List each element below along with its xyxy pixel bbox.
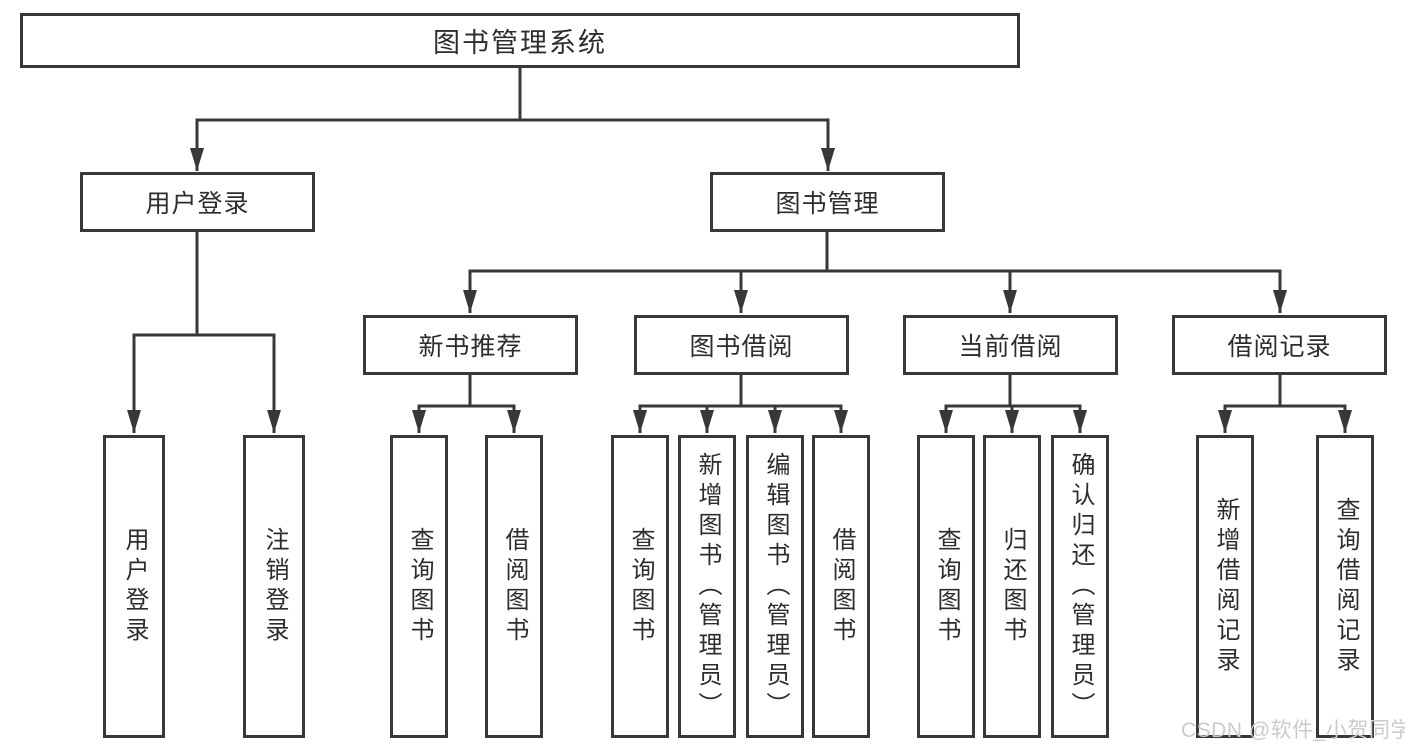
node-leaf-query-books-recommend: 查询图书 (390, 435, 448, 738)
node-current-borrowing: 当前借阅 (903, 315, 1118, 375)
node-leaf-edit-books-admin: 编辑图书（管理员） (746, 435, 804, 738)
node-leaf-user-login: 用户登录 (103, 435, 165, 738)
node-leaf-return-books: 归还图书 (983, 435, 1041, 738)
node-leaf-borrow-books: 借阅图书 (812, 435, 870, 738)
node-leaf-query-books-current: 查询图书 (917, 435, 975, 738)
node-leaf-query-borrow-record: 查询借阅记录 (1316, 435, 1374, 738)
node-leaf-logout: 注销登录 (243, 435, 305, 738)
node-leaf-add-borrow-record: 新增借阅记录 (1196, 435, 1254, 738)
node-borrowing-records: 借阅记录 (1172, 315, 1387, 375)
node-new-book-recommend: 新书推荐 (363, 315, 578, 375)
node-book-management: 图书管理 (710, 172, 945, 232)
node-leaf-borrow-books-recommend: 借阅图书 (485, 435, 543, 738)
node-leaf-query-books-borrow: 查询图书 (611, 435, 669, 738)
csdn-watermark: CSDN @软件_小贺同学 (1181, 719, 1405, 742)
node-book-borrowing: 图书借阅 (634, 315, 849, 375)
node-user-login: 用户登录 (80, 172, 315, 232)
node-root-system: 图书管理系统 (20, 13, 1020, 68)
node-leaf-confirm-return-admin: 确认归还（管理员） (1051, 435, 1109, 738)
node-leaf-add-books-admin: 新增图书（管理员） (678, 435, 736, 738)
